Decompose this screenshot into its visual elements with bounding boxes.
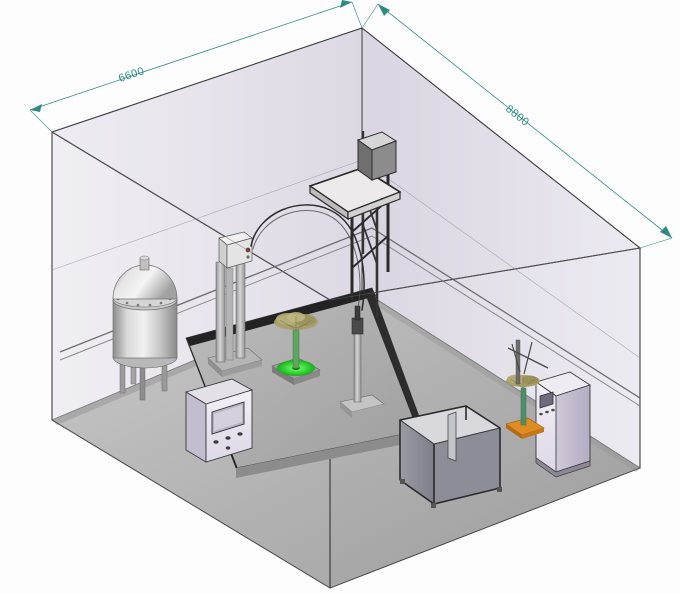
specimen-right-mast (515, 339, 521, 385)
sump-divider (447, 411, 457, 462)
monitor-left-port (246, 255, 250, 259)
monitor-left-column-3 (225, 267, 234, 361)
tower-brace-4 (362, 224, 378, 265)
spray-arc-inner (252, 210, 361, 309)
pressure-vessel[interactable] (112, 255, 178, 401)
dim-left-ext-1 (29, 109, 53, 133)
power-cabinet-plinth (535, 457, 591, 478)
tower-box-front (371, 140, 397, 181)
monitor-right-head (351, 317, 364, 335)
turntable-center-plate-left (272, 366, 294, 385)
monitor-right-base-front (352, 404, 384, 418)
dim-right-arrow-start (378, 4, 390, 16)
water-monitor-left[interactable] (207, 231, 263, 377)
sump-foot-2 (431, 503, 436, 508)
spray-trajectory-arc (250, 204, 365, 311)
turntable-right-pad-left (506, 424, 522, 439)
gantry-rail-upper-right (371, 227, 641, 399)
glass-overlay-edges (51, 131, 641, 301)
monitor-left-head-front (226, 237, 253, 269)
dim-right-ext-1 (361, 3, 379, 29)
power-cabinet-display[interactable] (539, 391, 554, 409)
dim-left-arrow-start (30, 104, 42, 112)
dim-left-line (29, 1, 353, 111)
wall-rail-right (361, 159, 641, 359)
dim-right-ext-2 (639, 237, 673, 249)
specimen-right-brace-2 (523, 341, 533, 375)
power-cabinet-side (555, 384, 591, 473)
control-panel-cabinet[interactable] (184, 378, 254, 463)
specimen-turntable-right[interactable] (505, 339, 549, 439)
dim-right-line (377, 3, 673, 239)
power-cabinet[interactable] (534, 371, 592, 478)
platform-deck-front-face (347, 191, 401, 220)
dim-right-arrow-end (660, 226, 672, 238)
monitor-left-base-side (208, 358, 222, 377)
monitor-right-base-side (340, 402, 352, 418)
curb-right (366, 288, 424, 432)
vessel-nozzle-cap (139, 255, 150, 261)
sump-tank[interactable] (398, 405, 502, 508)
monitor-right-mast (353, 329, 362, 403)
monitor-left-column-1 (215, 261, 226, 363)
specimen-turntable-center[interactable] (271, 312, 321, 385)
glass-edge-top-left (51, 131, 331, 301)
control-panel-buttons[interactable] (213, 432, 243, 450)
platform-rail-back (309, 167, 363, 187)
monitor-left-base-front (222, 360, 262, 377)
dim-left-ext-2 (351, 1, 363, 29)
sump-foot-3 (497, 487, 502, 492)
wall-rail-left (51, 159, 363, 271)
water-monitor-right[interactable] (339, 305, 385, 418)
glass-edge-top-right (329, 247, 641, 301)
monitor-right-nozzle (354, 305, 361, 321)
specimen-center-stem (292, 329, 300, 369)
sump-foot-1 (400, 479, 405, 484)
tower-brace-2 (351, 235, 389, 269)
hmi-screen-glass (214, 405, 242, 431)
dim-left-arrow-end (340, 0, 352, 8)
elevated-platform-tower[interactable] (308, 131, 402, 318)
spray-arc-outer (250, 204, 365, 311)
power-cabinet-indicators[interactable] (539, 408, 555, 416)
specimen-center-canopy (274, 312, 318, 331)
turntable-right-pad-front (522, 428, 544, 439)
control-panel-side (185, 391, 207, 463)
platform-side-face (236, 430, 424, 478)
specimen-right-stem (520, 387, 527, 426)
gantry-rail-lower-right (371, 235, 641, 407)
monitor-left-column-2 (235, 257, 246, 359)
turntable-center-plate-front (294, 370, 320, 385)
specimen-right-brace (511, 343, 521, 373)
